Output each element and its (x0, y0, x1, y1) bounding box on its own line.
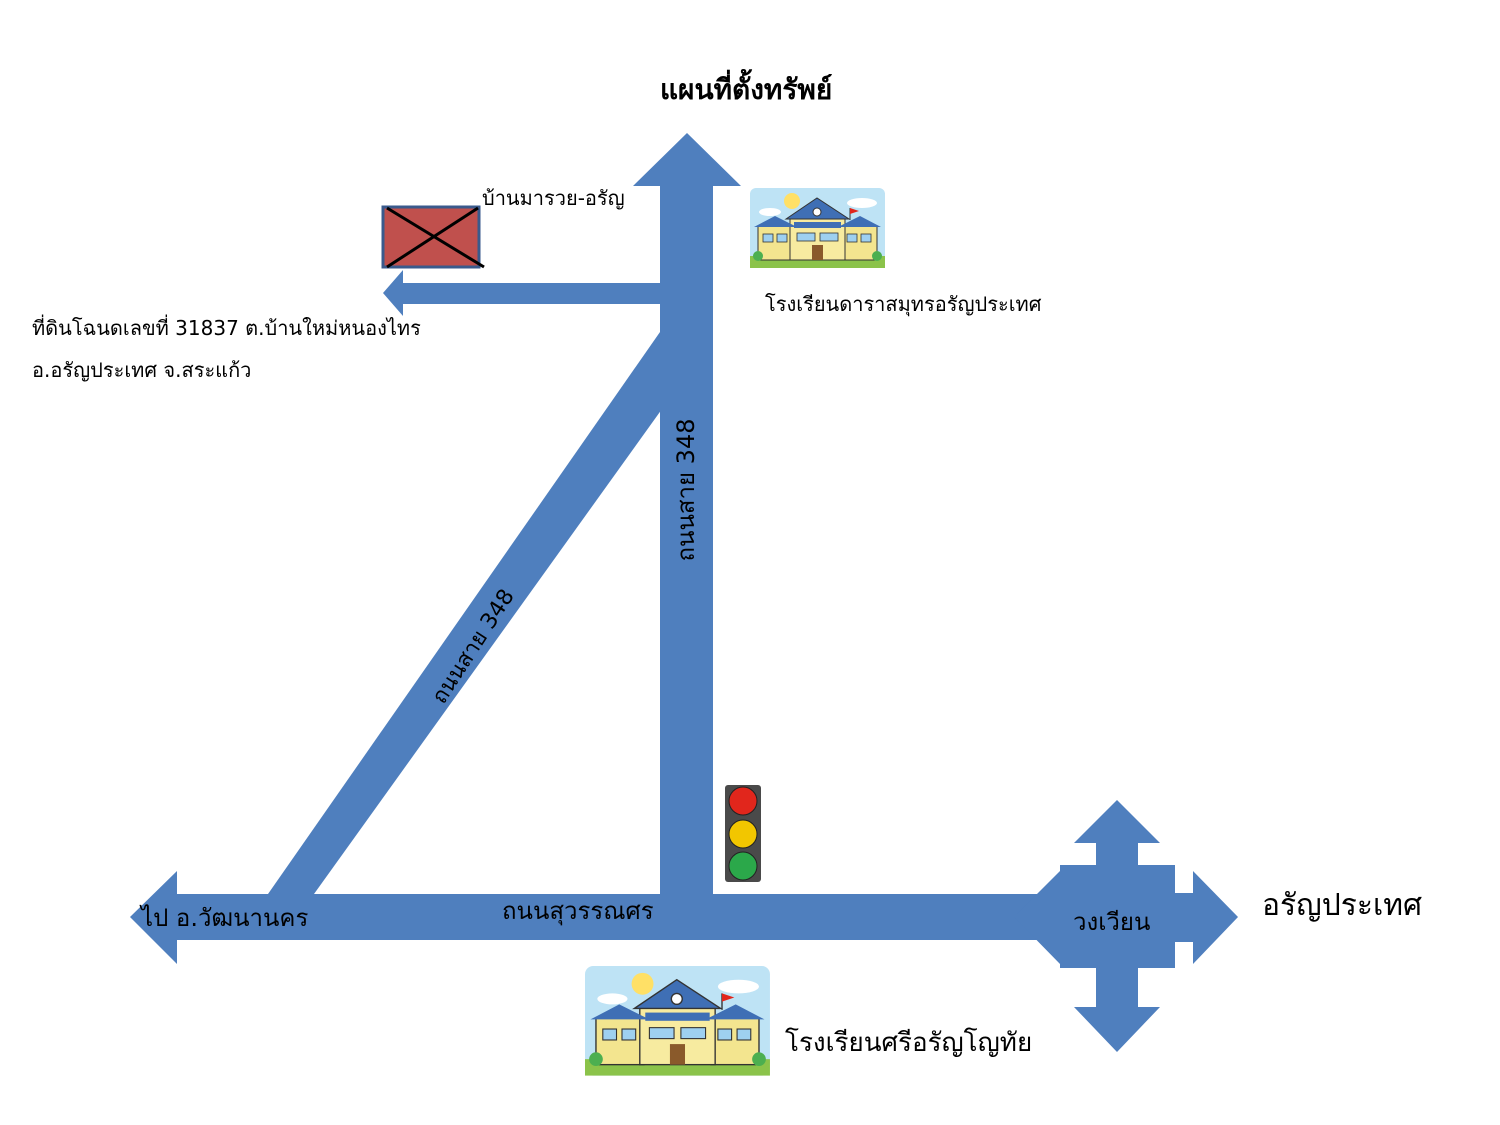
road-348-diagonal (268, 332, 695, 894)
parcel-label-line1: ที่ดินโฉนดเลขที่ 31837 ต.บ้านใหม่หนองไทร (32, 316, 421, 340)
road-348-vertical (633, 133, 741, 940)
map-title: แผนที่ตั้งทรัพย์ (660, 73, 833, 106)
school-icon (749, 187, 886, 269)
property-marker-icon (381, 205, 485, 269)
parcel-label-line2: อ.อรัญประเทศ จ.สระแก้ว (32, 358, 252, 382)
road-vertical-label: ถนนสาย 348 (672, 418, 700, 562)
destination-east-label: อรัญประเทศ (1262, 888, 1423, 923)
roundabout-label: วงเวียน (1073, 908, 1151, 936)
school-icon (584, 965, 771, 1077)
traffic-light-icon (725, 785, 761, 882)
destination-west-label: ไป อ.วัฒนานคร (141, 904, 309, 932)
road-suwannasorn (130, 871, 1040, 964)
road-horizontal-label: ถนนสุวรรณศร (502, 897, 654, 925)
road-branch-to-property (383, 270, 662, 316)
roundabout-shape (1014, 800, 1238, 1052)
school-top-label: โรงเรียนดาราสมุทรอรัญประเทศ (765, 292, 1042, 316)
village-label: บ้านมารวย-อรัญ (482, 186, 625, 210)
school-bottom-label: โรงเรียนศรีอรัญโญทัย (785, 1028, 1033, 1058)
